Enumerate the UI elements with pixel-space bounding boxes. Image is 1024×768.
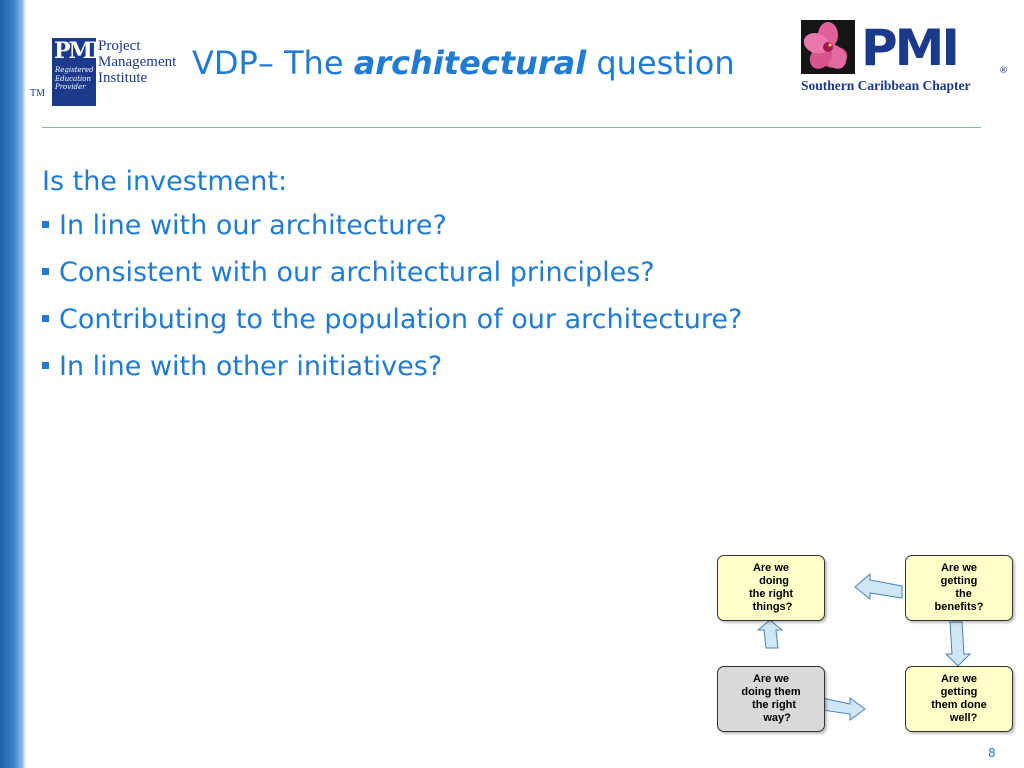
arrow-top-icon — [854, 572, 903, 601]
registered-provider-text: Registered Education Provider — [55, 66, 94, 91]
bullet-square-icon — [42, 315, 49, 322]
bullet-text: In line with our architecture? — [59, 210, 447, 241]
trademark-text: TM — [30, 88, 45, 99]
cycle-box-right-things: Are we doing the right things? — [717, 555, 825, 621]
title-divider — [42, 127, 981, 128]
bullet-square-icon — [42, 221, 49, 228]
pmi-mark: PMI Registered Education Provider — [52, 38, 101, 106]
bullet-text: Contributing to the population of our ar… — [59, 304, 743, 335]
bullet-item: In line with our architecture? — [42, 202, 742, 249]
cycle-arrows — [756, 572, 972, 721]
registered-mark: ® — [999, 66, 1008, 76]
institute-name: Project Management Institute — [98, 38, 176, 86]
bullet-text: In line with other initiatives? — [59, 351, 443, 382]
bullet-item: Contributing to the population of our ar… — [42, 296, 742, 343]
lead-text: Is the investment: — [42, 166, 288, 197]
cycle-box-done-well: Are we getting them done well? — [905, 666, 1013, 732]
title-emphasis: architectural — [353, 44, 587, 82]
hibiscus-flower-icon — [801, 20, 855, 74]
institute-name-line1: Project — [98, 38, 141, 54]
bullet-item: In line with other initiatives? — [42, 343, 742, 390]
arrow-bottom-icon — [821, 697, 866, 721]
chapter-logo: PMI ® Southern Caribbean Chapter — [801, 18, 1011, 98]
slide-title: VDP– The architectural question — [192, 44, 735, 82]
bullet-item: Consistent with our architectural princi… — [42, 249, 742, 296]
slide-body: Is the investment: In line with our arch… — [42, 162, 742, 390]
title-suffix: question — [586, 44, 735, 82]
pmi-institute-logo: PMI Registered Education Provider TM Pro… — [30, 36, 180, 106]
chapter-name: Southern Caribbean Chapter — [801, 78, 971, 93]
title-prefix: VDP– The — [192, 44, 354, 82]
institute-name-line3: Institute — [98, 70, 148, 86]
pmi-chapter-mark: PMI — [861, 19, 960, 77]
cycle-box-benefits: Are we getting the benefits? — [905, 555, 1013, 621]
institute-name-line2: Management — [98, 54, 177, 70]
four-questions-cycle: Are we doing the right things? Are we ge… — [700, 548, 1020, 738]
bullet-square-icon — [42, 268, 49, 275]
arrow-left-icon — [756, 619, 784, 649]
bullet-text: Consistent with our architectural princi… — [59, 257, 655, 288]
cycle-box-right-way: Are we doing them the right way? — [717, 666, 825, 732]
page-number: 8 — [988, 746, 996, 760]
arrow-right-icon — [944, 621, 972, 667]
bullet-square-icon — [42, 362, 49, 369]
pmi-mark-text: PMI — [54, 38, 101, 64]
left-accent-bar — [0, 0, 26, 768]
